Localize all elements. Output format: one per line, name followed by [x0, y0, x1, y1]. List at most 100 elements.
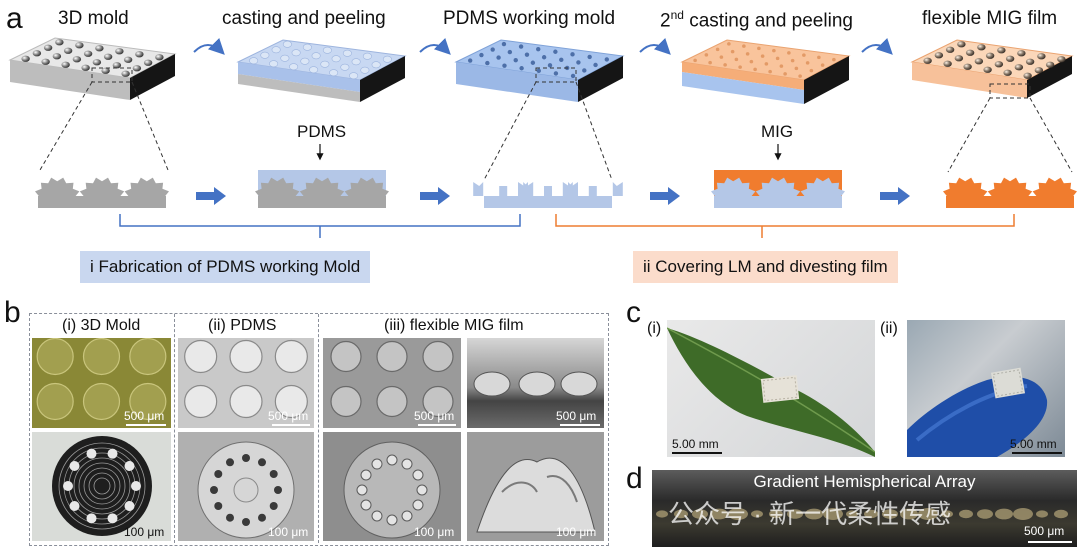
- grid-mark: [582, 68, 587, 73]
- grid-mark: [322, 46, 332, 54]
- cross-section-mig-casting: [711, 170, 845, 208]
- grid-mark: [123, 56, 133, 63]
- grid-mark: [1034, 67, 1044, 74]
- grid-mark: [1003, 69, 1012, 76]
- grid-mark: [371, 61, 381, 69]
- grid-mark: [143, 59, 153, 66]
- grid-mark: [115, 48, 124, 55]
- micro-feature: [129, 338, 167, 376]
- straight-arrow-2: [420, 187, 450, 205]
- panel-a-diagram: [8, 37, 1077, 238]
- grid-mark: [72, 56, 82, 63]
- grid-mark: [467, 58, 473, 63]
- micro-feature: [124, 461, 135, 472]
- micro-feature: [107, 513, 118, 524]
- grid-mark: [719, 55, 724, 59]
- grid-mark: [553, 71, 559, 76]
- profile-bump: [344, 177, 389, 197]
- grid-mark: [708, 60, 712, 65]
- grid-mark: [349, 72, 359, 80]
- grid-mark: [604, 57, 610, 62]
- micro-feature: [412, 469, 424, 481]
- profile-bump: [299, 177, 345, 197]
- micro-feature: [124, 500, 135, 511]
- grid-mark: [923, 57, 932, 64]
- array-element: [864, 509, 878, 519]
- micro-feature: [274, 339, 308, 374]
- grid-mark: [734, 57, 739, 62]
- scale-b1-bottom: 100 μm: [124, 525, 165, 539]
- grid-mark: [957, 41, 966, 48]
- pdms-tooth: [612, 182, 623, 196]
- array-element: [959, 509, 973, 519]
- grid-mark: [32, 50, 42, 57]
- grid-mark: [311, 52, 321, 60]
- image-mig-tilt-bottom: [467, 432, 604, 541]
- grid-mark: [760, 54, 765, 58]
- grid-mark: [496, 55, 501, 60]
- scale-b4-top: 500 μm: [556, 409, 597, 423]
- micro-feature: [560, 371, 598, 397]
- cross-section-mold: [35, 177, 169, 208]
- grid-mark: [723, 63, 727, 67]
- bracket-ii: [555, 214, 1015, 238]
- step-title-pdms-working-mold: PDMS working mold: [443, 8, 616, 29]
- step-title-3d-mold: 3D mold: [58, 8, 129, 29]
- array-element: [728, 508, 748, 520]
- image-3d-mold-bottom: [32, 432, 171, 541]
- micro-feature: [371, 458, 383, 470]
- micro-feature: [69, 500, 80, 511]
- grid-mark: [342, 49, 352, 57]
- image-pdms-top: [178, 338, 314, 428]
- micro-feature: [371, 510, 383, 522]
- grid-mark: [135, 51, 144, 58]
- panel-a-letter: a: [6, 2, 23, 35]
- grid-mark: [52, 53, 62, 60]
- pdms-tooth: [518, 182, 528, 196]
- grid-mark: [530, 60, 536, 65]
- grid-mark: [954, 55, 964, 62]
- grid-mark: [832, 57, 836, 62]
- grid-mark: [536, 68, 541, 74]
- micro-feature: [269, 470, 278, 478]
- micro-feature: [129, 382, 167, 421]
- micro-feature: [269, 502, 278, 510]
- bracket-i: [119, 214, 521, 238]
- grid-mark: [518, 44, 524, 49]
- grid-mark: [329, 69, 339, 77]
- photo-finger: [907, 320, 1065, 457]
- grid-mark: [75, 42, 84, 49]
- micro-feature: [386, 454, 398, 466]
- block-casting: [236, 39, 407, 102]
- micro-feature: [360, 469, 372, 481]
- grid-mark: [587, 54, 592, 60]
- grid-mark: [271, 46, 281, 54]
- panel-b-letter: b: [4, 296, 21, 329]
- straight-arrow-3: [650, 187, 680, 205]
- grid-mark: [559, 57, 564, 63]
- grid-mark: [1014, 64, 1024, 71]
- grid-mark: [155, 54, 164, 61]
- array-element: [1054, 509, 1068, 519]
- micro-feature: [330, 340, 362, 373]
- grid-mark: [943, 60, 952, 67]
- grid-mark: [802, 53, 806, 57]
- bracket-label-i: i Fabrication of PDMS working Mold: [80, 251, 371, 283]
- pdms-tooth: [544, 186, 552, 196]
- grid-mark: [805, 61, 810, 65]
- panel-c-letter: c: [626, 296, 641, 329]
- micro-ring: [501, 475, 578, 503]
- scalebar-b3-top: [418, 424, 456, 426]
- curved-arrow-1: [193, 37, 225, 55]
- profile-bump: [35, 177, 80, 197]
- scalebar-c2: [1012, 452, 1062, 454]
- profile-bump: [943, 177, 988, 197]
- grid-mark: [485, 60, 490, 66]
- micro-feature: [242, 454, 250, 462]
- grid-mark: [112, 62, 122, 69]
- micro-feature: [184, 339, 218, 374]
- micro-feature: [473, 371, 511, 397]
- image-gradient-array: [652, 470, 1077, 547]
- micro-feature: [422, 385, 454, 418]
- micro-feature: [131, 481, 141, 491]
